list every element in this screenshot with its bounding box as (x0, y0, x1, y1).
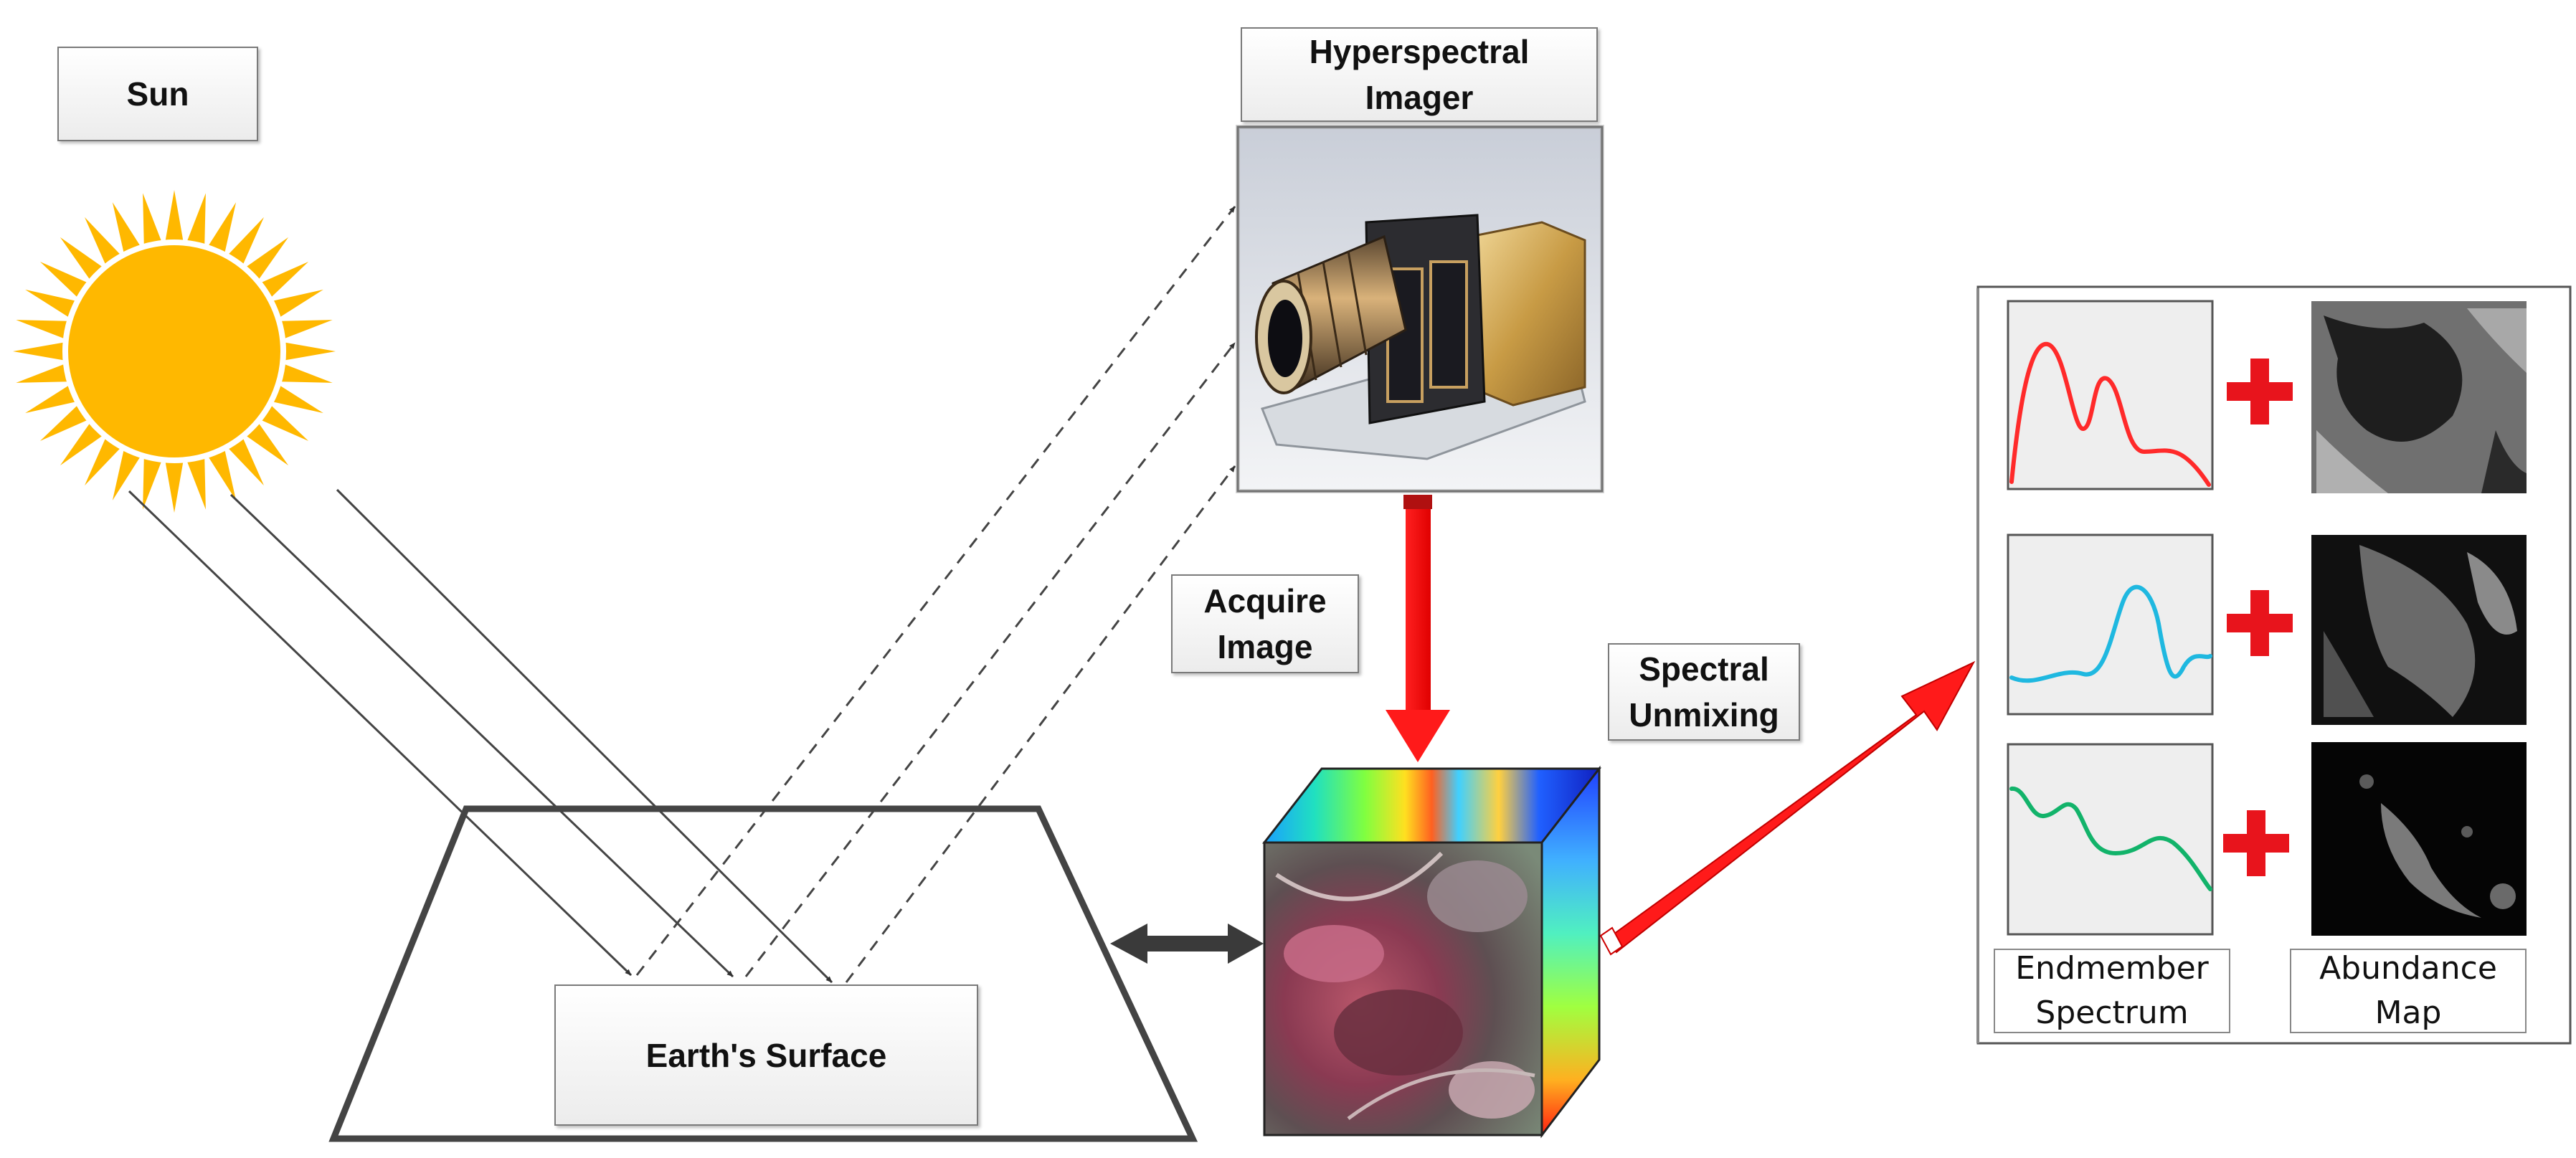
sun-ray (269, 383, 323, 414)
spectral-unmixing-arrow (1599, 660, 1976, 956)
correspondence-double-arrow (1110, 924, 1264, 964)
sun-ray (243, 420, 289, 466)
sun-ray (84, 435, 123, 486)
endmember-spectrum-plot-3 (2007, 743, 2214, 936)
endmember-spectrum-plot-1 (2007, 300, 2214, 490)
reflected-rays (635, 206, 1236, 983)
sunlight-rays (128, 488, 833, 984)
sun-ray (39, 261, 91, 300)
plus-icon (2227, 590, 2293, 656)
hyperspectral-imager-label: Hyperspectral Imager (1241, 27, 1598, 122)
unmixing-results-panel (1976, 285, 2572, 1045)
sun-ray (281, 341, 336, 361)
sun-ray (277, 320, 333, 340)
sun-ray (39, 403, 91, 442)
endmember-spectrum-plot-2 (2007, 533, 2214, 716)
sun-ray (112, 446, 143, 500)
abundance-map-image-2 (2311, 535, 2527, 725)
sun-ray (186, 193, 206, 249)
plus-icon (2227, 359, 2293, 424)
sun-ray (164, 458, 184, 513)
sun-ray (112, 202, 143, 257)
sun-ray (226, 435, 265, 486)
blue-spectrum-curve (2009, 584, 2212, 683)
sun-icon (13, 190, 336, 513)
sun-ray (84, 217, 123, 268)
endmember-spectrum-label: Endmember Spectrum (1994, 949, 2230, 1033)
earth-surface-plane (328, 805, 1198, 1142)
sun-ray (226, 217, 265, 268)
sun-ray (206, 202, 237, 257)
abundance-map-label: Abundance Map (2290, 949, 2527, 1033)
sun-ray (257, 403, 309, 442)
sun-ray (60, 420, 105, 466)
plus-icon (2223, 810, 2289, 876)
abundance-map-image-3 (2311, 742, 2527, 936)
sun-ray (143, 454, 163, 510)
earth-surface-label: Earth's Surface (554, 984, 978, 1126)
sun-ray (60, 237, 105, 283)
abundance-map-image-1 (2311, 301, 2527, 493)
sun-ray (16, 320, 72, 340)
acquire-image-label: Acquire Image (1171, 574, 1359, 673)
spectral-unmixing-label: Spectral Unmixing (1608, 643, 1800, 741)
hyperspectral-data-cube (1261, 765, 1602, 1139)
green-spectrum-curve (2009, 787, 2212, 891)
sun-ray (25, 289, 80, 320)
red-spectrum-curve (2009, 341, 2211, 487)
sun-ray (243, 237, 289, 283)
sun-ray (25, 383, 80, 414)
sun-ray (164, 190, 184, 245)
sun-ray (277, 363, 333, 383)
sun-label: Sun (57, 47, 258, 141)
acquire-image-arrow (1386, 495, 1450, 762)
sun-ray (143, 193, 163, 249)
sun-ray (269, 289, 323, 320)
sun-ray (13, 341, 67, 361)
sun-ray (186, 454, 206, 510)
hyperspectral-imager-photo (1236, 125, 1604, 493)
sun-ray (206, 446, 237, 500)
sun-ray (16, 363, 72, 383)
sun-ray (257, 261, 309, 300)
